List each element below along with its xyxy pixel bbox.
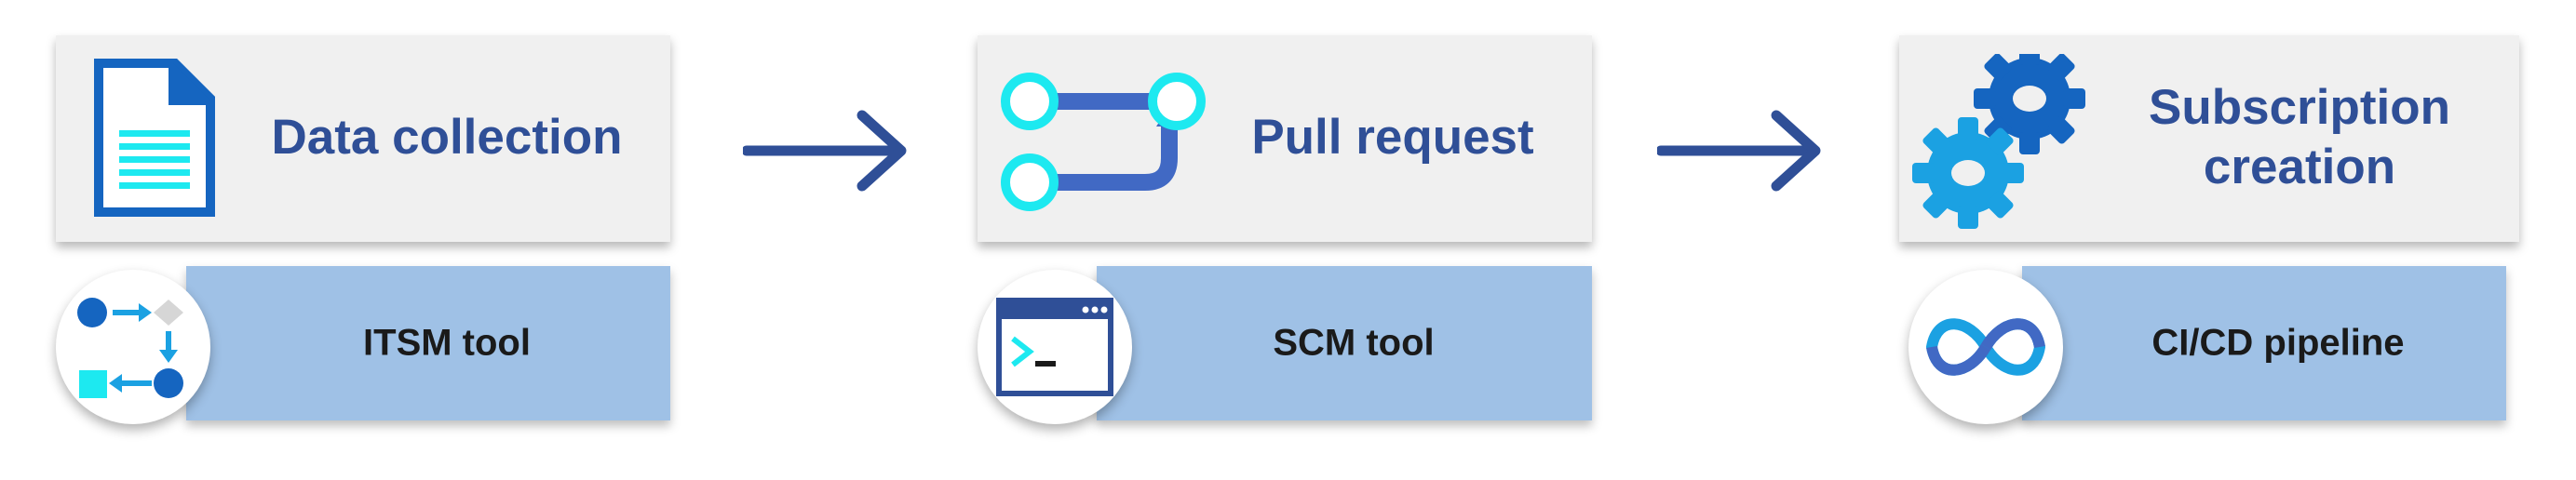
pull-request-icon: [998, 63, 1212, 226]
flow-arrow: [1655, 102, 1827, 209]
tool-label: ITSM tool: [363, 322, 531, 364]
terminal-window-icon: [996, 298, 1113, 401]
flow-arrow: [741, 102, 912, 209]
tool-label: CI/CD pipeline: [2151, 322, 2405, 364]
tool-icon-circle: [1908, 270, 2063, 424]
document-icon: [93, 58, 216, 222]
tool-band: SCM tool: [1097, 266, 1592, 420]
tool-band: CI/CD pipeline: [2022, 266, 2506, 420]
step-data-collection: Data collection ITSM tool: [56, 0, 708, 480]
step-pull-request: Pull request SCM tool: [978, 0, 1629, 480]
step-subscription-creation: Subscription creation CI/CD pipeline: [1899, 0, 2560, 480]
step-title-line2: creation: [2203, 140, 2396, 194]
step-card: Data collection: [56, 35, 670, 242]
tool-band: ITSM tool: [186, 266, 670, 420]
infinity-icon: [1921, 307, 2051, 392]
gears-icon: [1908, 43, 2113, 235]
workflow-icon: [77, 296, 189, 403]
step-card: Subscription creation: [1899, 35, 2519, 242]
step-title-line1: Subscription: [2149, 80, 2450, 135]
step-card: Pull request: [978, 35, 1592, 242]
step-title: Pull request: [1251, 110, 1534, 165]
step-title: Data collection: [271, 110, 623, 165]
tool-icon-circle: [56, 270, 210, 424]
tool-icon-circle: [978, 270, 1132, 424]
tool-label: SCM tool: [1273, 322, 1435, 364]
